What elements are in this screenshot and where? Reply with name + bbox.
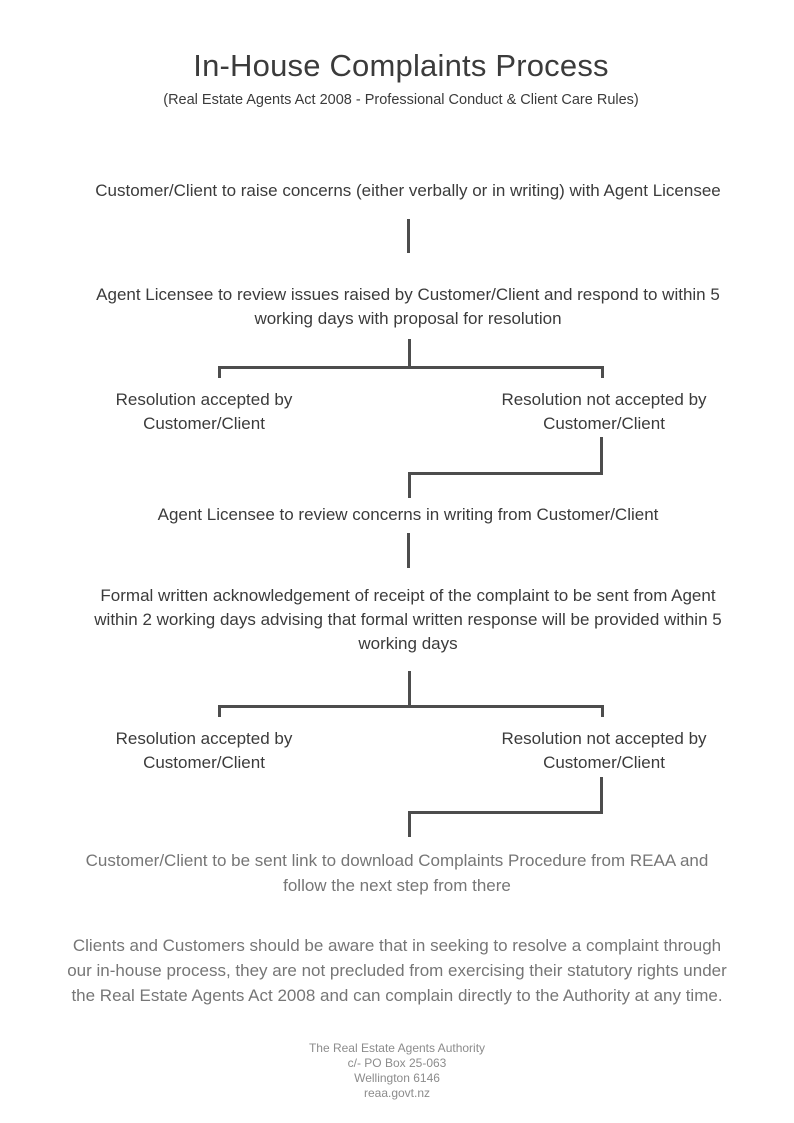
branch1-right-tick [601, 366, 604, 378]
branch1-horizontal-line [218, 366, 604, 369]
connector-vertical-2 [407, 533, 410, 568]
authority-website: reaa.govt.nz [363, 1086, 431, 1100]
branch1-not-accepted-label: Resolution not accepted by Customer/Clie… [492, 388, 716, 436]
text-line: the Real Estate Agents Act 2008 and can … [71, 986, 723, 1005]
text-line: our in-house process, they are not precl… [67, 961, 727, 980]
text-line: follow the next step from there [283, 876, 511, 895]
text-line: Customer/Client [143, 753, 265, 772]
text-line: Customer/Client to be sent link to downl… [85, 851, 709, 870]
text-line: Customer/Client [143, 414, 265, 433]
zconnector2-horizontal [408, 811, 603, 814]
flow-step-written-review: Agent Licensee to review concerns in wri… [157, 505, 659, 524]
statutory-rights-disclaimer: Clients and Customers should be aware th… [27, 933, 767, 1008]
flow-step-raise-concerns: Customer/Client to raise concerns (eithe… [95, 181, 721, 200]
zconnector1-horizontal [408, 472, 603, 475]
branch1-left-tick [218, 366, 221, 378]
authority-city: Wellington 6146 [354, 1071, 440, 1085]
text-line: Resolution not accepted by [501, 390, 707, 409]
page-subtitle: (Real Estate Agents Act 2008 - Professio… [163, 92, 639, 108]
text-line: Resolution accepted by [115, 729, 293, 748]
text-line: Customer/Client [543, 414, 665, 433]
authority-name: The Real Estate Agents Authority [308, 1041, 486, 1055]
page-title: In-House Complaints Process [193, 48, 609, 83]
authority-address-block: The Real Estate Agents Authority c/- PO … [37, 1041, 757, 1101]
zconnector2-left-vertical [408, 811, 411, 837]
branch2-not-accepted-label: Resolution not accepted by Customer/Clie… [492, 727, 716, 775]
flow-step-acknowledgement: Formal written acknowledgement of receip… [46, 584, 770, 656]
branch2-horizontal-line [218, 705, 604, 708]
text-line: Customer/Client [543, 753, 665, 772]
connector-vertical-1 [407, 219, 410, 253]
text-line: working days [358, 634, 458, 653]
branch1-accepted-label: Resolution accepted by Customer/Client [92, 388, 316, 436]
text-line: Resolution not accepted by [501, 729, 707, 748]
branch1-stem-line [408, 339, 411, 368]
text-line: Agent Licensee to review issues raised b… [96, 285, 720, 304]
zconnector1-right-vertical [600, 437, 603, 475]
text-line: Formal written acknowledgement of receip… [100, 586, 716, 605]
branch2-accepted-label: Resolution accepted by Customer/Client [92, 727, 316, 775]
branch2-right-tick [601, 705, 604, 717]
text-line: working days with proposal for resolutio… [254, 309, 562, 328]
text-line: Clients and Customers should be aware th… [72, 936, 722, 955]
flow-step-download-procedure: Customer/Client to be sent link to downl… [27, 848, 767, 898]
branch2-left-tick [218, 705, 221, 717]
authority-po-box: c/- PO Box 25-063 [347, 1056, 447, 1070]
zconnector1-left-vertical [408, 472, 411, 498]
flow-step-review-respond: Agent Licensee to review issues raised b… [46, 283, 770, 331]
text-line: Resolution accepted by [115, 390, 293, 409]
text-line: within 2 working days advising that form… [94, 610, 722, 629]
branch2-stem-line [408, 671, 411, 708]
zconnector2-right-vertical [600, 777, 603, 814]
